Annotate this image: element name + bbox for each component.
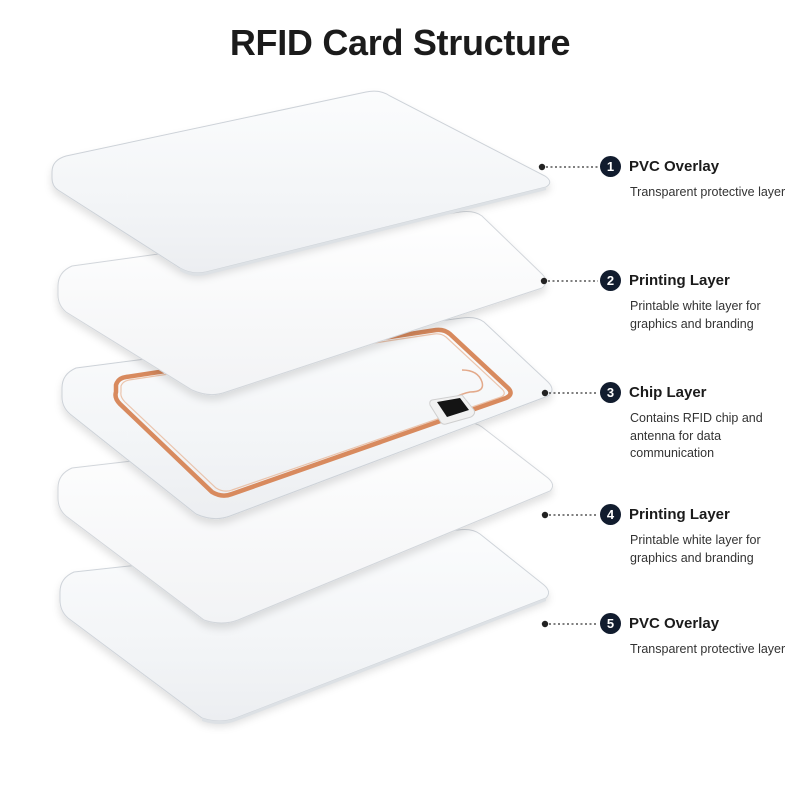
layer-number-badge: 3 (600, 382, 621, 403)
layer-name: PVC Overlay (629, 158, 720, 175)
antenna-coil (113, 327, 513, 498)
diagram-title: RFID Card Structure (229, 22, 571, 63)
card-layer-1 (51, 90, 551, 276)
layer-name: Printing Layer (629, 272, 730, 289)
layer-description: Printable white layer for graphics and b… (630, 299, 761, 331)
layer-description: Printable white layer for graphics and b… (630, 533, 761, 565)
layer-number-badge: 2 (600, 270, 621, 291)
layer-number-badge: 1 (600, 156, 621, 177)
layer-name: Printing Layer (629, 506, 730, 523)
layer-number-badge: 5 (600, 613, 621, 634)
layer-description: Transparent protective layer (630, 642, 786, 656)
layer-description: Transparent protective layer (630, 185, 786, 199)
layer-name: Chip Layer (629, 384, 707, 401)
layer-name: PVC Overlay (629, 615, 720, 632)
layer-number-badge: 4 (600, 504, 621, 525)
rfid-chip (437, 398, 469, 417)
layer-description: Contains RFID chip and antenna for data … (630, 411, 763, 460)
